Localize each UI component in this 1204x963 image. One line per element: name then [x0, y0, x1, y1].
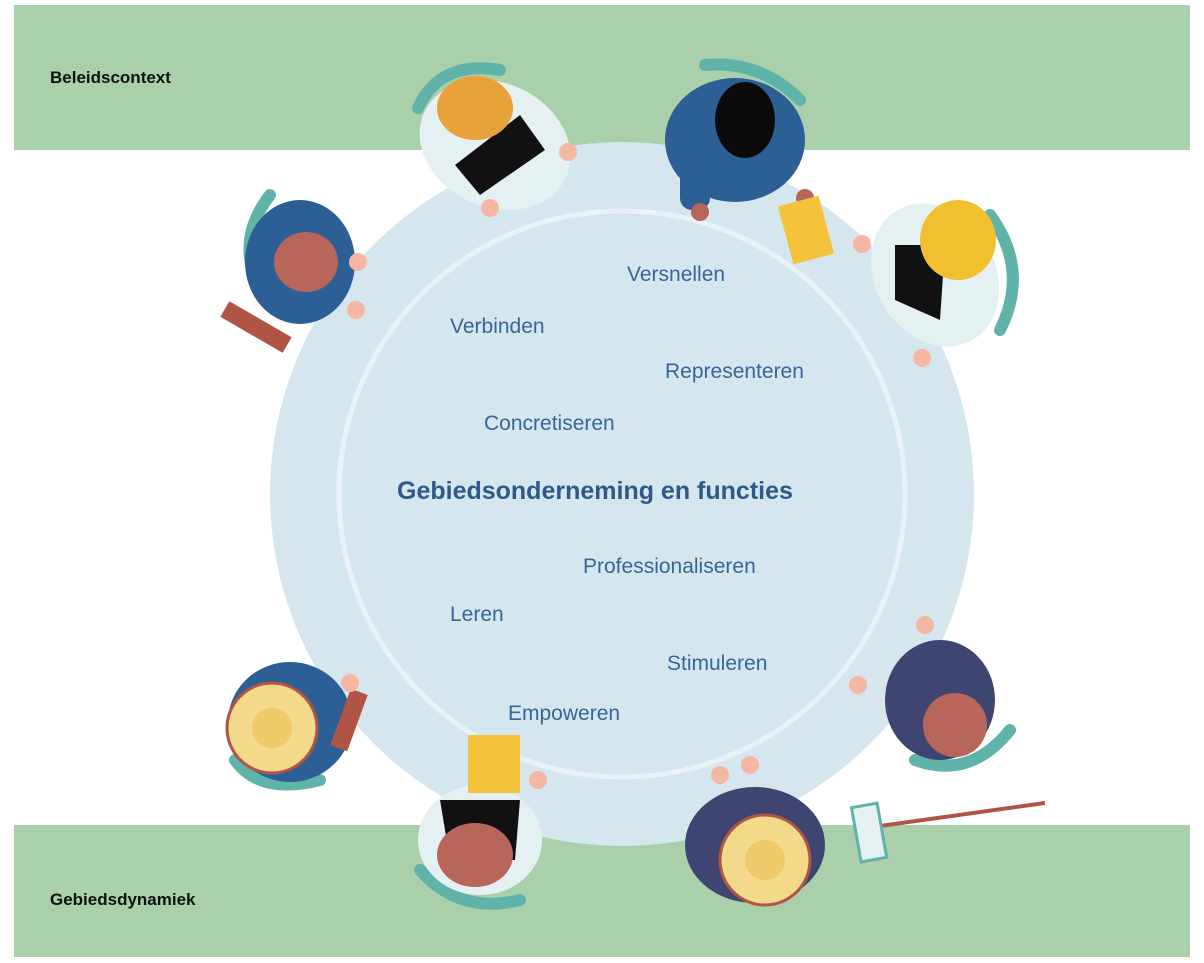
policy-context-label: Beleidscontext	[50, 68, 171, 87]
area-dynamics-label: Gebiedsdynamiek	[50, 890, 196, 909]
rake-icon	[849, 801, 1046, 864]
center-title: Gebiedsonderneming en functies	[397, 477, 793, 505]
word-leren: Leren	[450, 603, 504, 626]
word-versnellen: Versnellen	[627, 263, 726, 286]
person-hat-bottom	[685, 756, 825, 907]
person-dark-shirt-right	[849, 616, 1016, 772]
table-inner-ring	[336, 208, 908, 780]
word-verbinden: Verbinden	[450, 315, 545, 338]
person-blue-shirt-left	[220, 189, 367, 353]
round-table	[270, 142, 974, 846]
word-stimuleren: Stimuleren	[667, 652, 768, 675]
policy-context-band	[14, 5, 1190, 150]
person-hat-left	[225, 662, 368, 791]
board-icon	[220, 301, 292, 353]
word-representeren: Representeren	[665, 360, 804, 383]
word-empoweren: Empoweren	[508, 702, 621, 725]
word-professionaliseren: Professionaliseren	[583, 555, 756, 578]
person-orange-hair	[412, 62, 577, 217]
area-dynamics-band	[14, 825, 1190, 957]
person-blue-jacket	[665, 58, 835, 265]
word-concretiseren: Concretiseren	[484, 412, 615, 435]
person-brown-hair-bottom	[414, 735, 547, 910]
book-icon	[468, 735, 520, 793]
person-yellow-hair	[853, 200, 1019, 367]
book-icon	[777, 195, 835, 265]
